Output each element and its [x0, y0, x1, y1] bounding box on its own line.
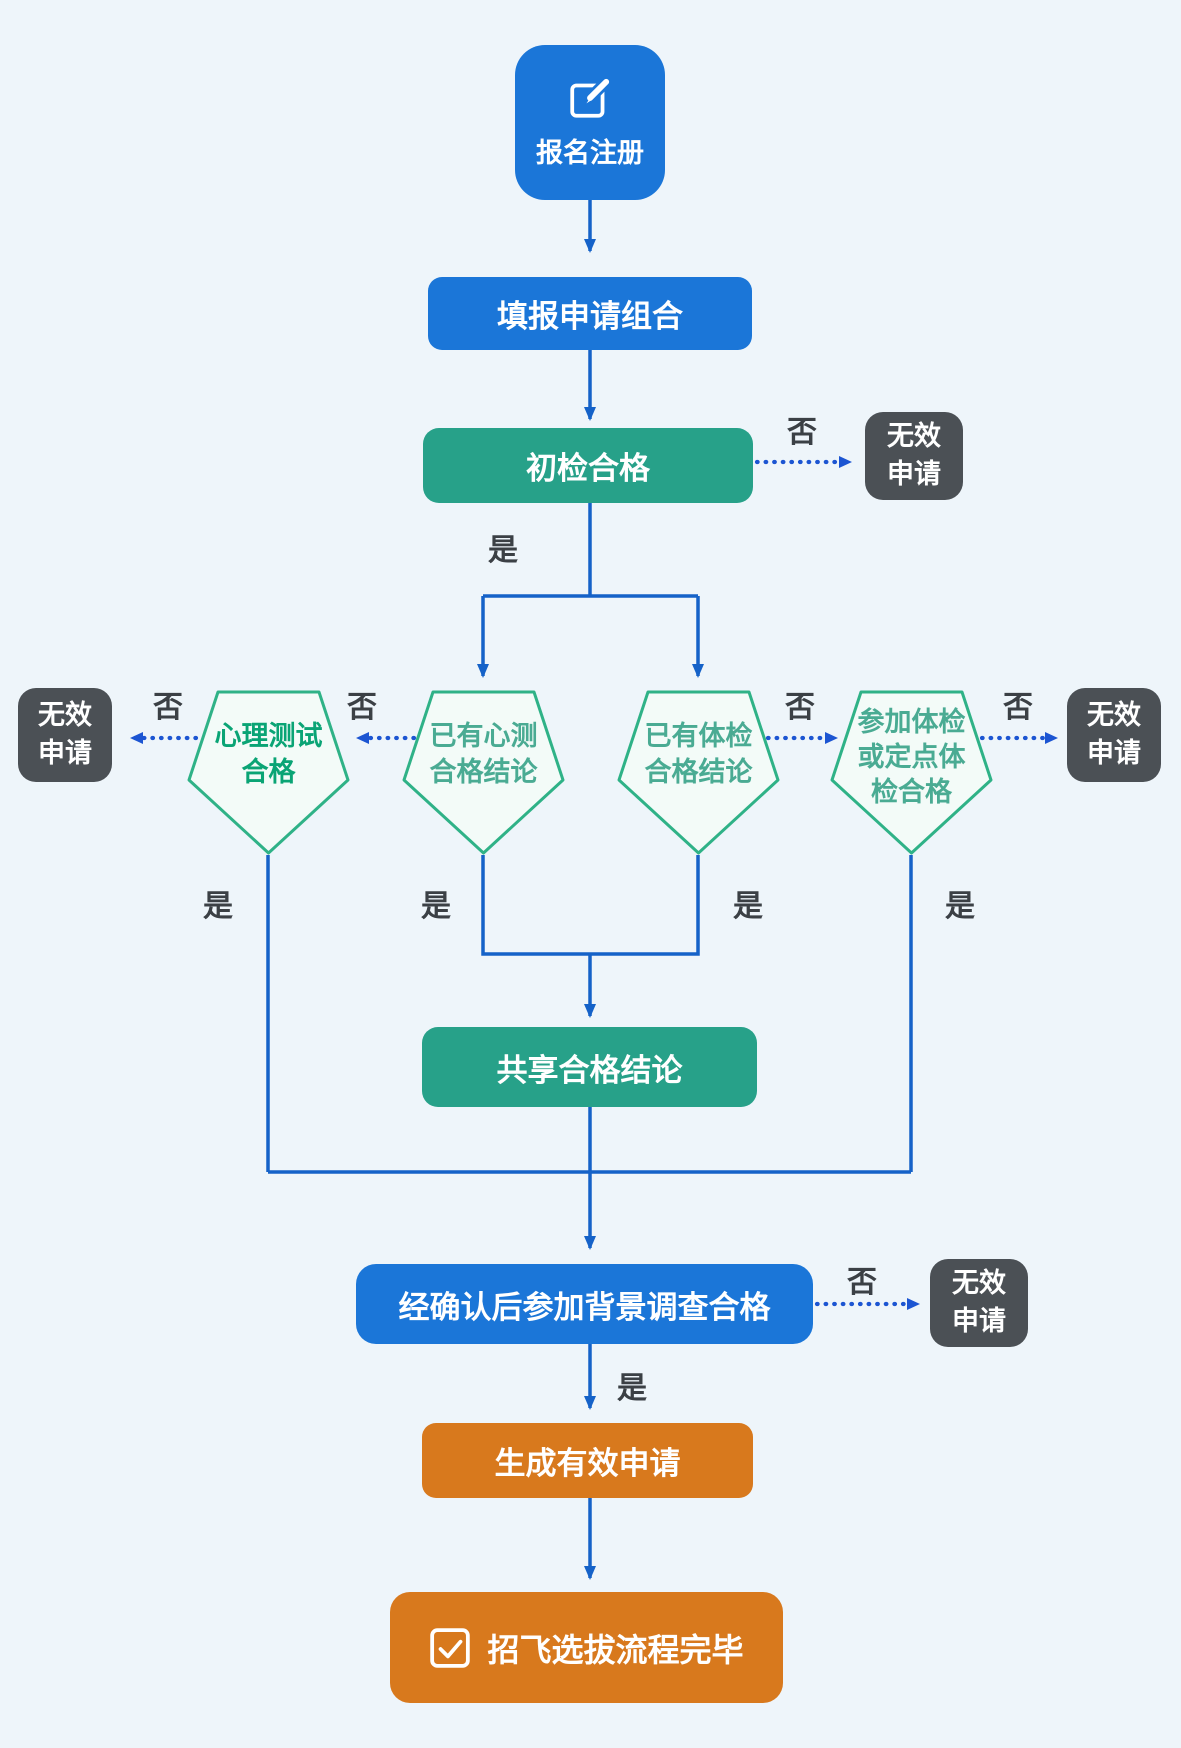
- node-label: 招飞选拔流程完毕: [487, 1631, 744, 1668]
- node-label: 初检合格: [526, 451, 650, 486]
- node-initial-check: 初检合格: [423, 428, 753, 503]
- node-invalid-application-background: 无效 申请: [930, 1259, 1028, 1347]
- pentagon-label: 心理测试 合格: [214, 721, 323, 787]
- checkbox-icon: [430, 1627, 471, 1668]
- node-label: 经确认后参加背景调查合格: [398, 1289, 771, 1325]
- edge-medical-result-down: [590, 855, 700, 956]
- pentagon-label: 参加体检 或定点体 检合格: [857, 706, 966, 808]
- node-register: 报名注册: [515, 45, 665, 200]
- label-yes-psych-result: 是: [421, 890, 451, 923]
- node-invalid-application-right: 无效 申请: [1067, 688, 1161, 782]
- node-application-combo: 填报申请组合: [428, 277, 752, 350]
- node-background-check: 经确认后参加背景调查合格: [356, 1264, 813, 1344]
- edit-icon: [570, 75, 613, 118]
- label-no-psych-result: 否: [347, 691, 377, 724]
- edge-psych-result-down: [481, 855, 590, 956]
- label-no-psych-test: 否: [153, 691, 183, 724]
- label-yes-background-check: 是: [617, 1372, 647, 1405]
- label-no-background-check: 否: [847, 1266, 877, 1299]
- node-invalid-application-initial: 无效 申请: [865, 412, 963, 500]
- node-medical-exam: 参加体检 或定点体 检合格: [830, 690, 993, 855]
- label-no-medical-result: 否: [785, 691, 815, 724]
- label-no-medical-exam: 否: [1003, 691, 1033, 724]
- label-no-initial-check: 否: [787, 416, 817, 449]
- node-valid-application: 生成有效申请: [422, 1423, 753, 1498]
- node-invalid-application-left: 无效 申请: [18, 688, 112, 782]
- label-yes-psych-test: 是: [203, 890, 233, 923]
- node-medical-result: 已有体检 合格结论: [617, 690, 780, 855]
- label-yes-medical-exam: 是: [945, 890, 975, 923]
- label-yes-medical-result: 是: [733, 890, 763, 923]
- node-label: 共享合格结论: [496, 1052, 683, 1088]
- node-shared-result: 共享合格结论: [422, 1027, 757, 1107]
- node-label: 报名注册: [536, 138, 644, 168]
- pentagon-label: 已有心测 合格结论: [429, 721, 538, 787]
- pentagon-label: 已有体检 合格结论: [644, 721, 753, 787]
- node-psych-result: 已有心测 合格结论: [402, 690, 565, 855]
- label-yes-initial-check: 是: [488, 534, 518, 567]
- node-label: 生成有效申请: [494, 1446, 681, 1481]
- node-process-complete: 招飞选拔流程完毕: [390, 1592, 783, 1703]
- node-label: 填报申请组合: [497, 299, 683, 334]
- node-psych-test-pass: 心理测试 合格: [187, 690, 350, 855]
